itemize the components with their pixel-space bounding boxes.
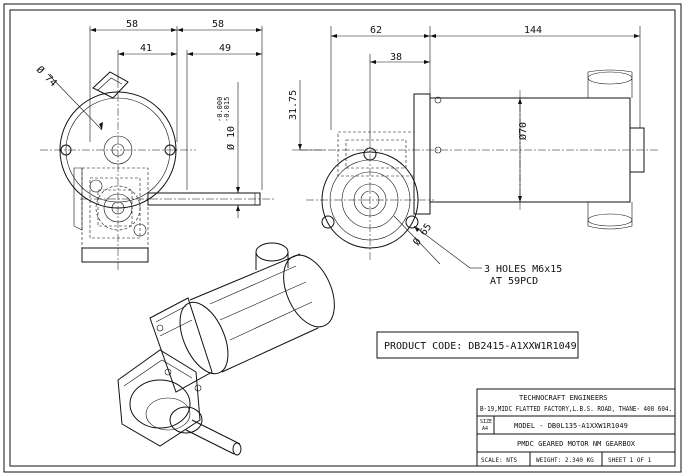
side-view bbox=[292, 26, 660, 269]
model-number: MODEL - DB0L135-A1XXW1R1049 bbox=[514, 422, 628, 430]
dim-41: 41 bbox=[140, 43, 152, 54]
dim-144: 144 bbox=[524, 25, 542, 36]
note-holes-line2: AT 59PCD bbox=[490, 276, 538, 287]
scale: SCALE: NTS bbox=[481, 457, 518, 464]
note-holes-line1: 3 HOLES M6x15 bbox=[484, 264, 562, 275]
dim-49: 49 bbox=[219, 43, 231, 54]
tol-upper: -0.000 bbox=[216, 97, 224, 122]
size-label: SIZE bbox=[480, 419, 492, 425]
description: PMDC GEARED MOTOR NM GEARBOX bbox=[517, 440, 636, 448]
company-address: B-19,MIDC FLATTED FACTORY,L.B.S. ROAD, T… bbox=[480, 405, 672, 413]
product-code: PRODUCT CODE: DB2415-A1XXW1R1049 bbox=[384, 341, 577, 352]
company-name: TECHNOCRAFT ENGINEERS bbox=[519, 394, 608, 402]
dim-31-75: 31.75 bbox=[288, 90, 299, 120]
isometric-view bbox=[117, 242, 335, 456]
tol-lower: -0.015 bbox=[223, 97, 231, 122]
dim-dia-65: Ø 65 bbox=[411, 221, 435, 248]
sheet-number: SHEET 1 OF 1 bbox=[608, 457, 652, 464]
dim-58-left: 58 bbox=[126, 19, 138, 30]
inner-border bbox=[9, 9, 676, 467]
outer-border bbox=[3, 3, 682, 473]
dim-38: 38 bbox=[390, 52, 402, 63]
product-code-box bbox=[376, 331, 579, 359]
dim-dia-70: Ø70 bbox=[517, 122, 529, 140]
dim-dia-74: Ø 74 bbox=[34, 64, 60, 90]
dim-dia-10: Ø 10 bbox=[225, 126, 237, 150]
dim-62: 62 bbox=[370, 25, 382, 36]
weight: WEIGHT: 2.340 KG bbox=[536, 457, 594, 464]
front-view bbox=[40, 26, 275, 272]
dim-58-right: 58 bbox=[212, 19, 224, 30]
size-value: A4 bbox=[482, 426, 488, 432]
title-block bbox=[476, 388, 676, 467]
